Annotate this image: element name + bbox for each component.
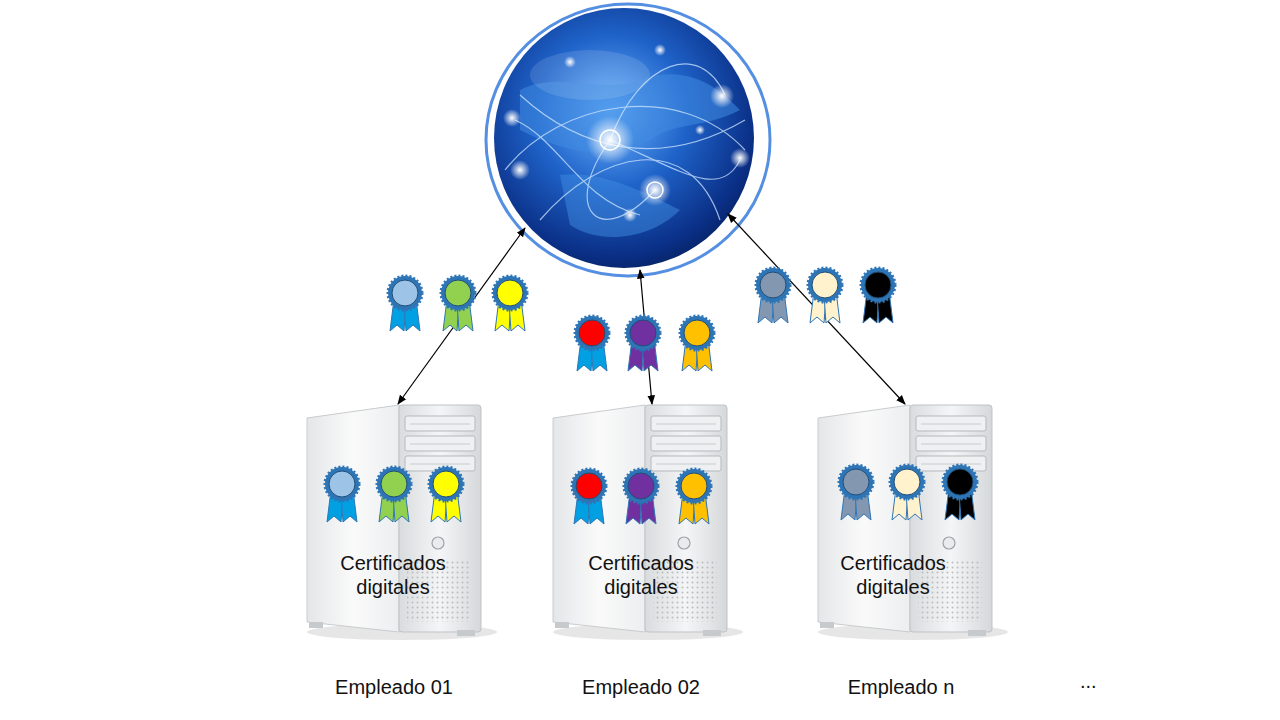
- certificate-ribbon: [624, 469, 658, 524]
- server-node: Certificados digitalesEmpleado 02: [553, 405, 728, 635]
- certificate-ribbon: [943, 465, 977, 520]
- employee-label: Empleado 02: [531, 675, 751, 699]
- certificate-ribbon: [325, 467, 359, 522]
- server-caption: Certificados digitales: [818, 551, 968, 599]
- certificate-ribbon: [808, 268, 842, 323]
- certificate-ribbon: [441, 276, 475, 331]
- certificate-ribbon: [493, 276, 527, 331]
- certificate-ribbon: [626, 316, 660, 371]
- server-node: Certificados digitalesEmpleado 01: [307, 405, 482, 635]
- certificate-ribbon: [861, 268, 895, 323]
- server-caption: Certificados digitales: [318, 551, 468, 599]
- server-tower: [553, 405, 743, 640]
- certificate-ribbon: [377, 467, 411, 522]
- certificate-ribbon: [890, 465, 924, 520]
- ellipsis-label: ...: [1080, 670, 1097, 693]
- certificate-ribbon: [572, 469, 606, 524]
- server-tower: [307, 405, 497, 640]
- certificate-ribbon: [756, 268, 790, 323]
- server-node: Certificados digitalesEmpleado n: [818, 405, 993, 635]
- certificate-ribbon: [839, 465, 873, 520]
- certificate-ribbon: [680, 316, 714, 371]
- server-tower: [818, 405, 1008, 640]
- employee-label: Empleado n: [791, 675, 1011, 699]
- certificate-ribbon: [388, 276, 422, 331]
- server-caption: Certificados digitales: [566, 551, 716, 599]
- certificate-ribbon: [429, 467, 463, 522]
- employee-label: Empleado 01: [284, 675, 504, 699]
- certificate-ribbon: [575, 316, 609, 371]
- certificate-ribbon: [677, 469, 711, 524]
